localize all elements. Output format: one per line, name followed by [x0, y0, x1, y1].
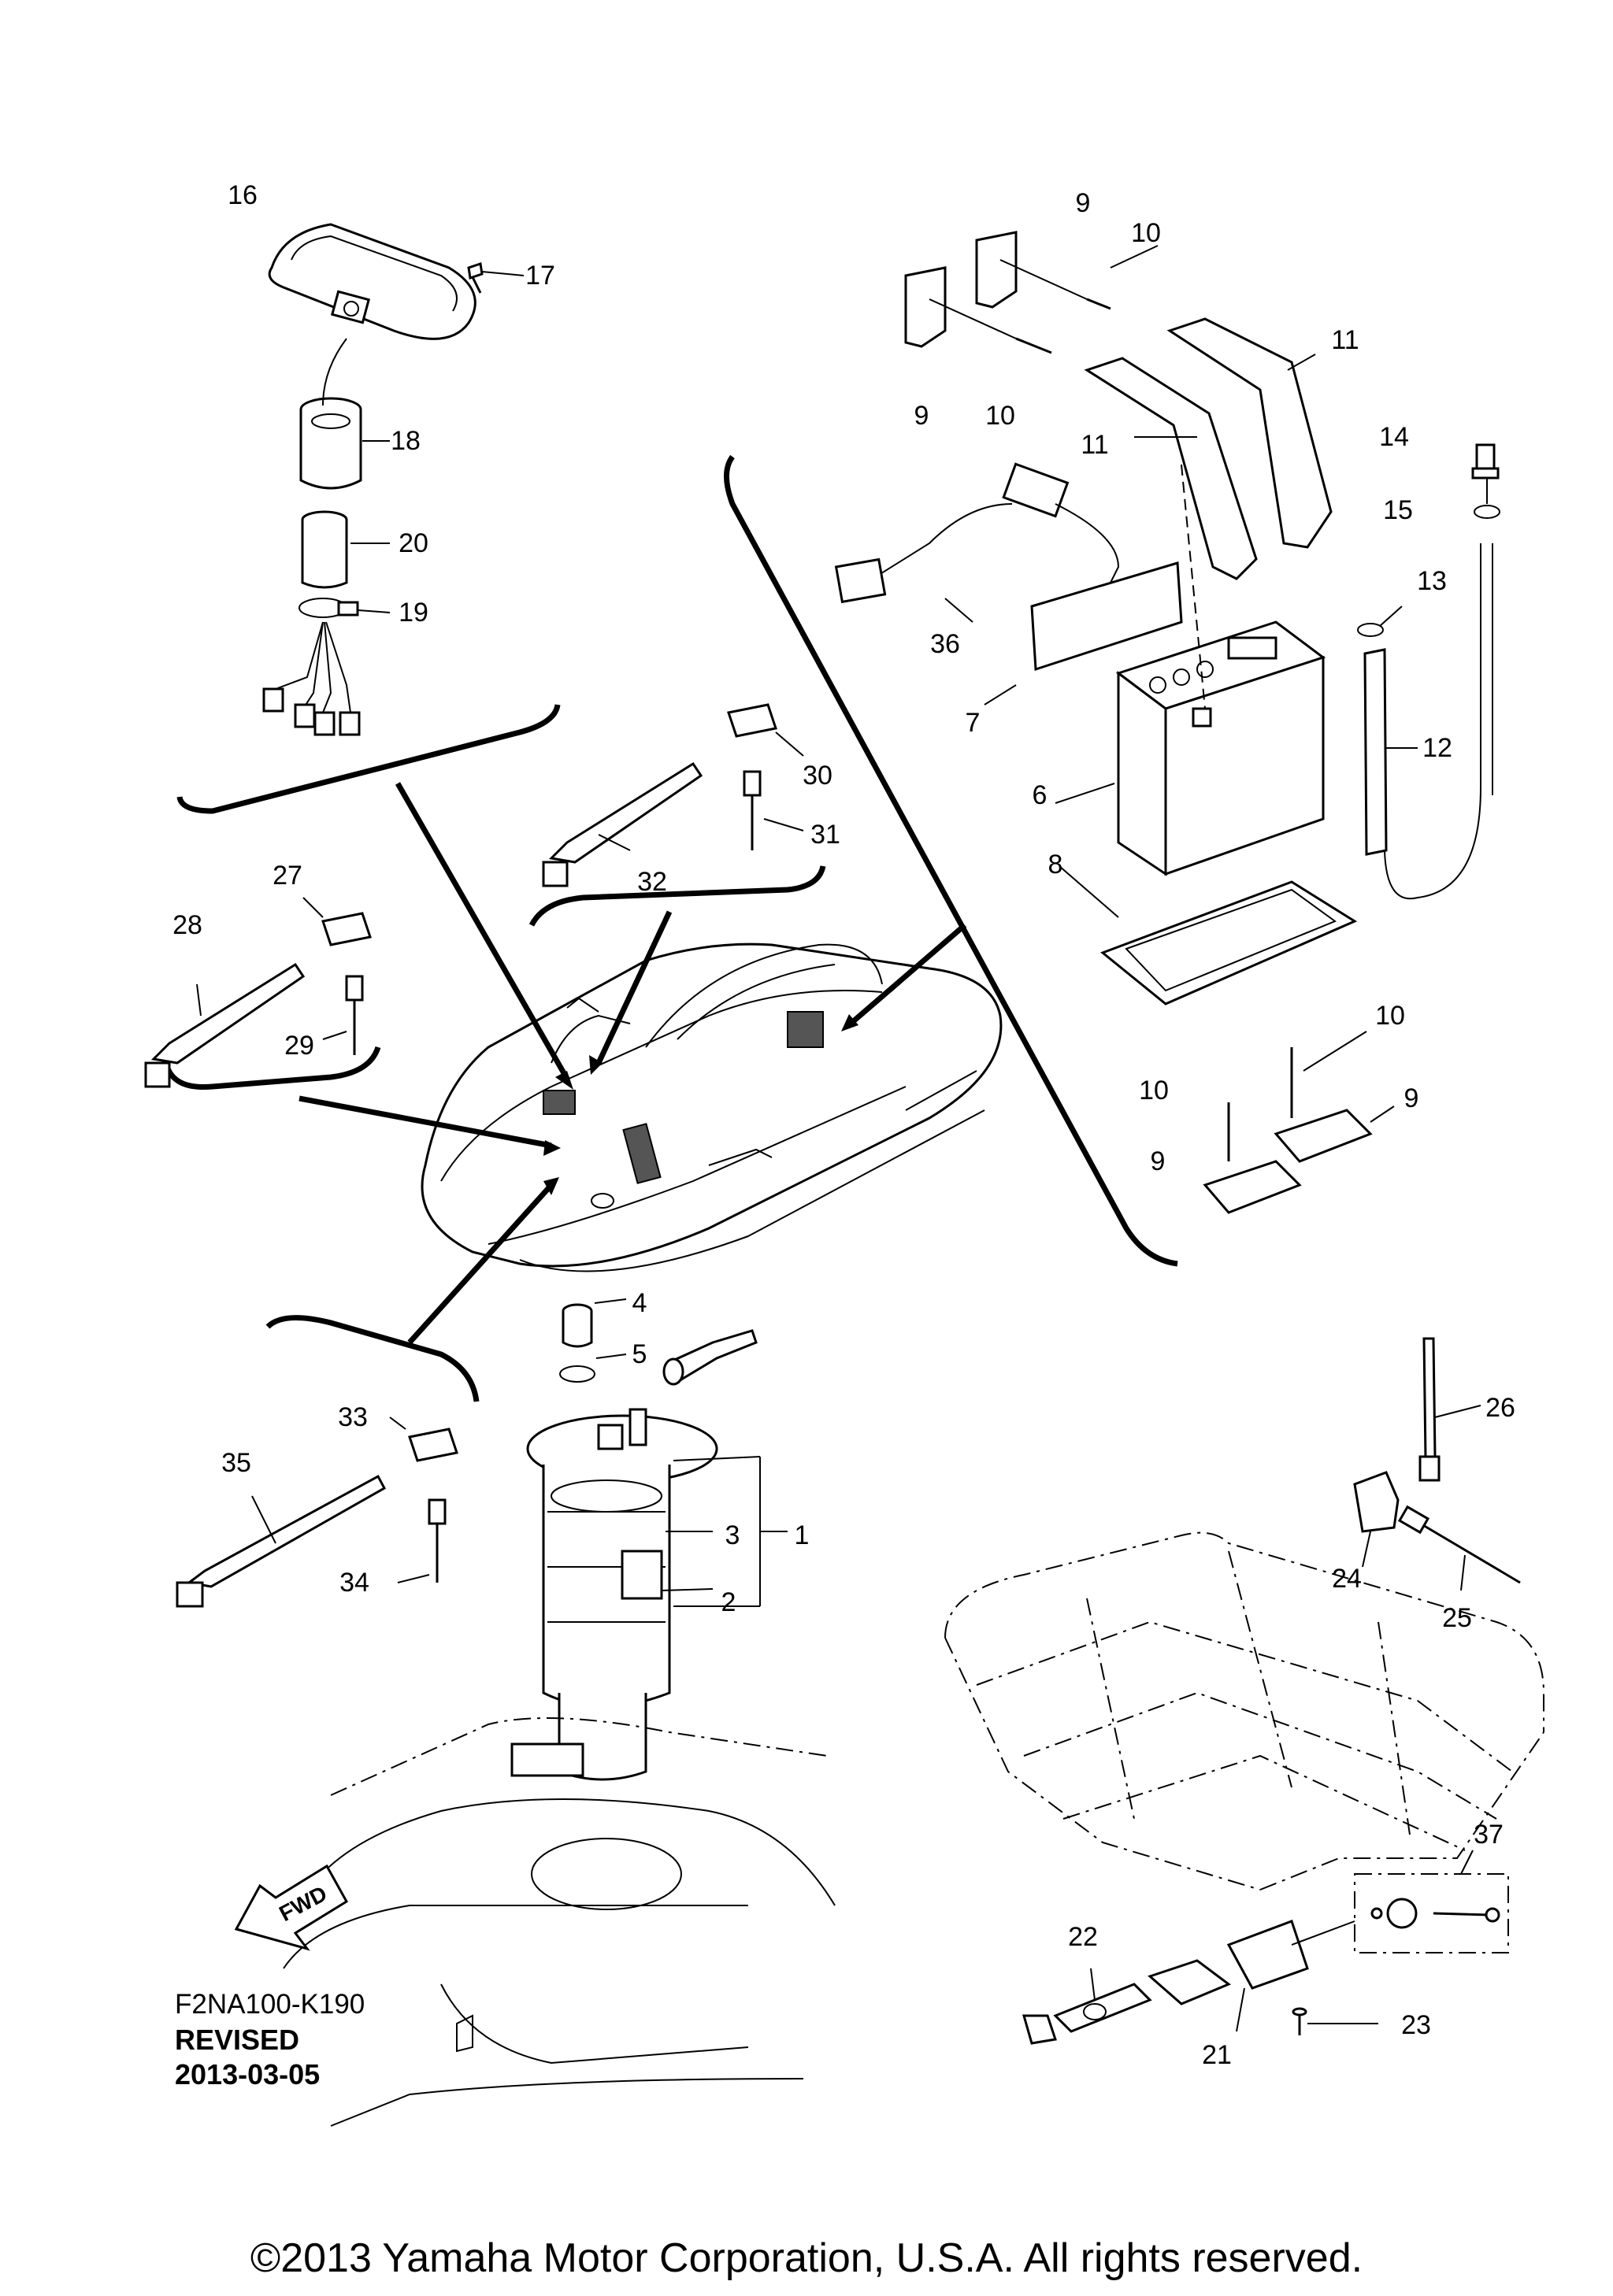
leader-lines: [299, 783, 965, 1342]
revised-label: REVISED: [175, 2024, 300, 2056]
copyright-notice: ©2013 Yamaha Motor Corporation, U.S.A. A…: [250, 2235, 1363, 2281]
part-9-10-lower: [1205, 1031, 1394, 1213]
callout-28: 28: [172, 910, 202, 940]
part-32-tie: [543, 764, 701, 886]
wire-harness: [264, 622, 359, 735]
callout-15: 15: [1383, 495, 1413, 525]
part-17-screw: [469, 264, 524, 293]
part-30-31-clip-rivet: [729, 705, 803, 850]
callout-13: 13: [1417, 566, 1447, 596]
callout-14: 14: [1379, 422, 1409, 452]
callout-11-left: 11: [1081, 430, 1109, 460]
callout-27: 27: [273, 861, 302, 891]
part-19-clamp: [299, 598, 390, 617]
fuel-tank-outline: [284, 1718, 835, 2126]
callout-25: 25: [1442, 1603, 1472, 1633]
jet-ski-hull: [422, 944, 1001, 1271]
callout-4: 4: [632, 1288, 647, 1318]
callout-10-lower-left: 10: [1139, 1076, 1169, 1105]
callout-10-lower-right: 10: [1375, 1001, 1405, 1031]
part-33-34-clip-rivet: [390, 1417, 457, 1583]
callout-9-lower-right: 9: [1403, 1083, 1419, 1113]
part-8-tray: [1059, 866, 1355, 1004]
part-1-fuel-pump: [512, 1409, 788, 1779]
part-9-brackets-upper: [906, 232, 1016, 346]
callout-18: 18: [391, 426, 421, 456]
callout-7: 7: [965, 708, 981, 738]
part-13-clip: [1358, 606, 1402, 636]
callout-5: 5: [632, 1339, 647, 1369]
callout-19: 19: [399, 598, 428, 628]
callout-21: 21: [1202, 2040, 1232, 2070]
part-26-tie: [1420, 1339, 1481, 1480]
callout-16: 16: [228, 180, 258, 210]
callout-34: 34: [339, 1568, 369, 1598]
part-23-screw: [1293, 2009, 1378, 2035]
callout-24: 24: [1332, 1564, 1362, 1594]
seat-frame: [945, 1533, 1544, 1890]
part-25-rivet: [1400, 1507, 1520, 1591]
callout-11-right: 11: [1331, 325, 1359, 355]
callout-10-upper-right: 10: [1131, 218, 1161, 248]
part-14-15-breather: [1473, 445, 1500, 518]
revised-date: 2013-03-05: [175, 2058, 321, 2090]
part-6-battery: [1055, 465, 1323, 874]
callout-2: 2: [721, 1587, 736, 1617]
part-28-tie: [146, 965, 303, 1087]
part-37-kit: [1292, 1850, 1508, 1953]
callout-26: 26: [1485, 1393, 1515, 1423]
callout-37: 37: [1474, 1820, 1504, 1850]
part-16-cover: [269, 224, 475, 339]
group-brackets: [165, 457, 1177, 1402]
callout-29: 29: [284, 1031, 314, 1061]
callout-8: 8: [1048, 850, 1063, 880]
fwd-arrow: [236, 1866, 347, 1949]
part-36-sensor-lead: [836, 464, 1118, 622]
callout-31: 31: [810, 820, 840, 850]
quick-connector: [664, 1331, 756, 1384]
part-4-5-fittings: [560, 1299, 626, 1382]
part-27-29-clip-rivet: [303, 898, 370, 1055]
part-11-straps: [1087, 319, 1331, 579]
callout-22: 22: [1068, 1922, 1098, 1952]
callout-20: 20: [399, 528, 428, 558]
callout-36: 36: [930, 629, 960, 659]
callout-12: 12: [1422, 733, 1452, 763]
part-20-sleeve: [302, 512, 390, 587]
callout-1: 1: [794, 1520, 810, 1550]
callout-23: 23: [1401, 2010, 1431, 2040]
part-12-hose: [1365, 543, 1492, 898]
callout-9-lower-left: 9: [1150, 1146, 1166, 1176]
callout-9-upper-left: 9: [914, 401, 929, 431]
part-21-22-sensor: [1024, 1921, 1307, 2043]
callout-9-upper-right: 9: [1075, 188, 1091, 218]
part-10-pins-upper: [929, 246, 1158, 353]
part-7-pad: [984, 563, 1181, 705]
callout-10-upper-left: 10: [985, 401, 1015, 431]
part-18-grommet: [301, 339, 390, 488]
callout-30: 30: [803, 761, 832, 791]
callout-6: 6: [1032, 780, 1048, 810]
callout-17: 17: [525, 261, 555, 291]
callout-35: 35: [221, 1448, 251, 1478]
diagram-code: F2NA100-K190: [175, 1989, 365, 2020]
callout-3: 3: [725, 1520, 740, 1550]
part-24-clip: [1355, 1472, 1398, 1567]
callout-33: 33: [338, 1402, 368, 1432]
callout-32: 32: [637, 867, 667, 897]
part-35-tie: [177, 1476, 384, 1606]
